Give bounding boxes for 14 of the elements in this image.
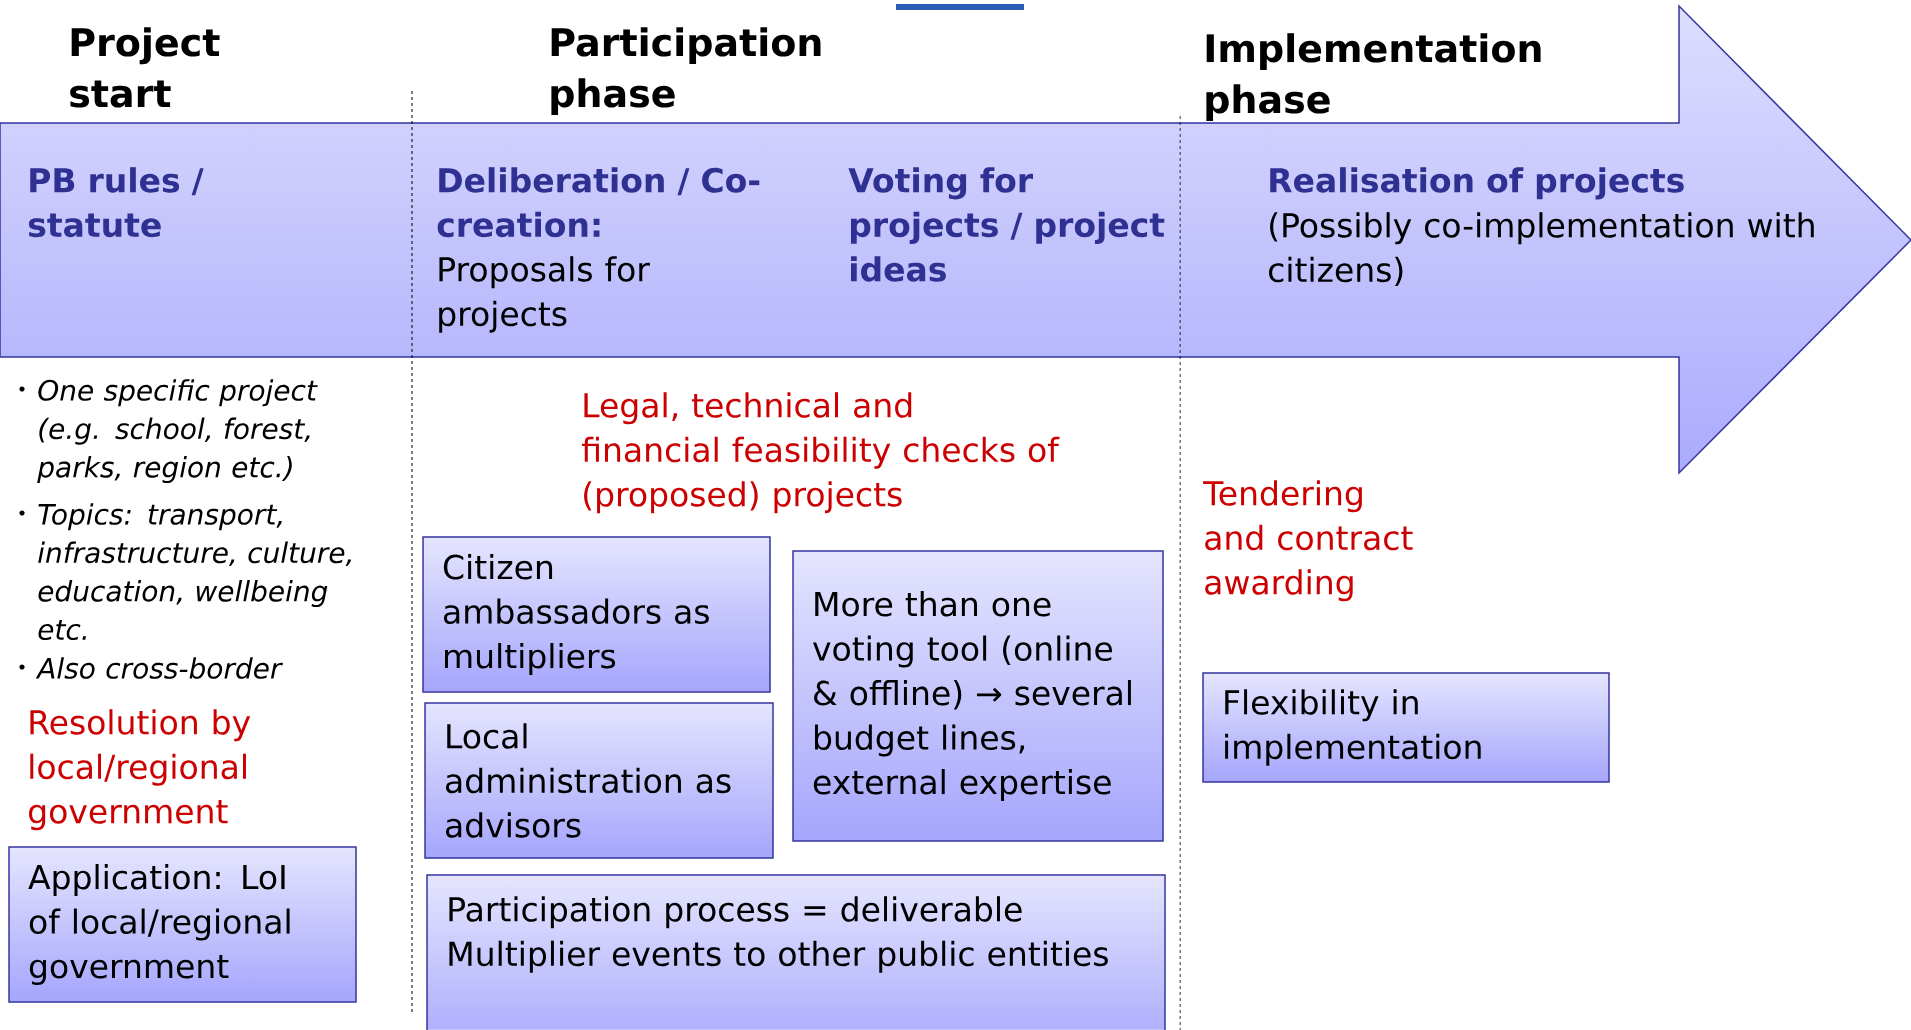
bullet-item: Topics: transport, infrastructure, culture, education, wellbeing etc. <box>19 503 351 641</box>
text-box: Participation process = deliverable Multiplier events to other public entities <box>426 874 1166 1030</box>
text-box: Application: LoI of local/regional government <box>8 846 357 1003</box>
note-text: Legal, technical and financial feasibility checks of (proposed) projects <box>581 392 1060 514</box>
note-text: Tendering and contract awarding <box>1203 480 1413 602</box>
text-box: Flexibility in implementation <box>1202 672 1610 783</box>
text-box: Local administration as advisors <box>424 702 774 859</box>
phase-heading: Implementation phase <box>1206 33 1541 121</box>
bullet-item: Also cross-border <box>19 657 283 679</box>
text-box: Citizen ambassadors as multipliers <box>422 536 771 693</box>
phase-heading: Participation phase <box>551 27 821 115</box>
bullet-item: One specific project (e.g. school, forest, parks, region etc.) <box>19 379 318 484</box>
phase-heading: Project start <box>70 27 220 108</box>
text-box: More than one voting tool (online & offline) → several budget lines, external expertise <box>792 550 1164 842</box>
